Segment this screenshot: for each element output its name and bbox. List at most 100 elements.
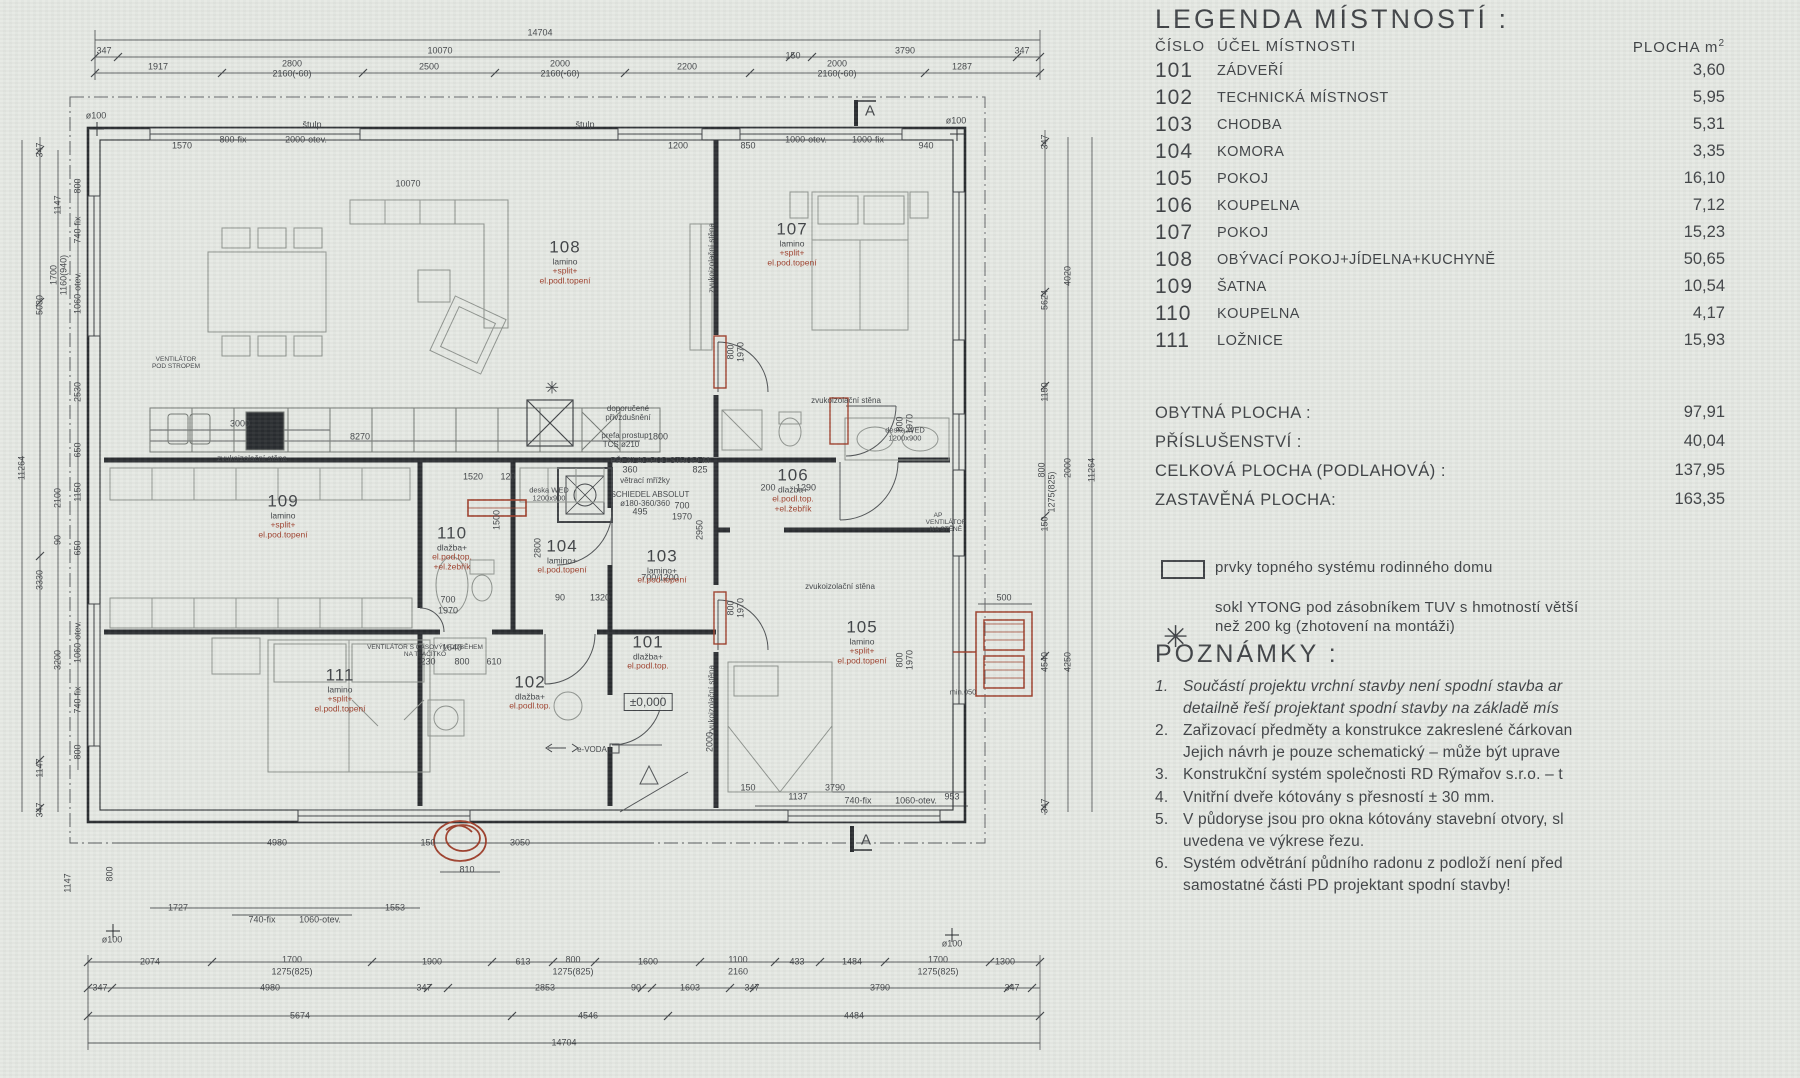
dimension-label: 2000 xyxy=(549,58,571,69)
dimension-label: 1060-otev. xyxy=(895,795,937,806)
heat-pump-unit xyxy=(953,611,1033,697)
dimension-label: 1700 xyxy=(927,954,949,965)
dimension-label: 2160(-60) xyxy=(540,68,580,79)
dimension-label: 1060-otev. xyxy=(299,914,341,925)
dimension-label: přivzdušnění xyxy=(605,413,651,422)
dimension-label: 90 xyxy=(630,982,642,993)
room-finish-label: +split+ xyxy=(327,693,353,704)
dimension-label: 347 xyxy=(744,982,760,993)
heating-elements xyxy=(433,335,1033,862)
plan-linework xyxy=(21,30,1093,1050)
dimension-label: 800 xyxy=(894,416,905,432)
room-finish-label: +el.žebřík xyxy=(433,561,471,572)
dimension-label: 433 xyxy=(789,956,805,967)
room-name: LOŽNICE xyxy=(1217,333,1284,349)
dimension-label: 4980 xyxy=(259,982,281,993)
dimension-label: 1060-otev. xyxy=(72,272,83,314)
legend-total-row: ZASTAVĚNÁ PLOCHA:163,35 xyxy=(1155,487,1765,516)
dimension-label: TCS ø210 xyxy=(602,440,640,449)
tuv-tank xyxy=(526,399,574,447)
dimension-label: 2000 xyxy=(1062,457,1073,479)
dimension-label: min.050 xyxy=(949,687,977,697)
col-ucel: ÚČEL MÍSTNOSTI xyxy=(1217,38,1357,55)
dimension-label: 1700 xyxy=(48,264,59,286)
dimension-label: NA TLAČÍTKO xyxy=(403,650,447,658)
room-area: 3,60 xyxy=(1692,61,1725,79)
dimension-label: 347 xyxy=(1014,45,1030,56)
room-finish-label: el.pod.topení xyxy=(837,655,887,666)
room-label-number: 110 xyxy=(436,523,468,543)
dimension-label: 4540 xyxy=(1039,651,1050,673)
room-finish-label: el.pod.topení xyxy=(637,574,687,585)
room-name: POKOJ xyxy=(1217,225,1269,241)
dimension-label: 4250 xyxy=(1062,651,1073,673)
total-label: OBYTNÁ PLOCHA : xyxy=(1155,404,1312,422)
heating-symbol-row: prvky topného systému rodinného domu xyxy=(1155,558,1775,584)
room-label-number: 111 xyxy=(325,665,355,685)
dimension-label: 3000 xyxy=(229,418,251,429)
dimension-label: 1603 xyxy=(679,982,701,993)
dimension-label: 2160 xyxy=(727,966,749,977)
room-number: 111 xyxy=(1155,329,1190,352)
total-value: 40,04 xyxy=(1683,432,1725,450)
windows xyxy=(87,127,966,823)
note-text: V půdoryse jsou pro okna kótovány staveb… xyxy=(1183,811,1564,850)
dimension-label: 5030 xyxy=(34,294,45,316)
note-item: 1.Součástí projektu vrchní stavby není s… xyxy=(1155,676,1795,719)
dimension-label: 1150 xyxy=(72,482,83,502)
room-name: TECHNICKÁ MÍSTNOST xyxy=(1217,90,1389,106)
col-plocha: PLOCHA m2 xyxy=(1632,38,1725,56)
room-finish-label: el.podl.top. xyxy=(509,700,551,711)
room-name: CHODBA xyxy=(1217,117,1283,133)
dimension-label: 850 xyxy=(740,140,756,151)
dimension-label: 3790 xyxy=(869,982,891,993)
dimension-label: 1640 xyxy=(441,642,463,653)
dimension-label: 2074 xyxy=(139,956,161,967)
dimension-label: 800 xyxy=(725,344,736,360)
outer-walls xyxy=(86,126,967,824)
legend-panel: LEGENDA MÍSTNOSTÍ : ČÍSLO ÚČEL MÍSTNOSTI… xyxy=(1150,0,1795,1078)
dimension-label: 2000-otev. xyxy=(285,134,327,145)
dimension-label: 347 xyxy=(92,982,108,993)
dimension-label: 1570 xyxy=(171,140,193,151)
red-door-frame xyxy=(713,335,727,389)
dimension-label: zvukoizolační stěna xyxy=(217,454,287,463)
dimension-label: 1147 xyxy=(34,758,45,778)
room-name: OBÝVACÍ POKOJ+JÍDELNA+KUCHYNĚ xyxy=(1217,252,1496,268)
total-label: PŘÍSLUŠENSTVÍ : xyxy=(1155,433,1302,451)
dimension-label: 347 xyxy=(1004,982,1020,993)
room-finish-label: lamino xyxy=(849,636,875,647)
dimension-label: 940 xyxy=(918,140,934,151)
dimension-label: PŘEKLAD POD STROPEM xyxy=(610,456,710,465)
dimension-label: 150 xyxy=(1039,516,1050,532)
dimension-label: 14704 xyxy=(551,1037,577,1048)
dimension-label: 3200 xyxy=(52,649,63,671)
dimension-label: 1287 xyxy=(951,61,973,72)
dimension-label: 700 xyxy=(674,500,690,511)
dimension-label: 1320 xyxy=(589,592,611,603)
room-finish-label: dlažba+ xyxy=(632,651,663,662)
dimension-label: 1147 xyxy=(62,873,73,893)
ytong-symbol-row: ✳ sokl YTONG pod zásobníkem TUV s hmotno… xyxy=(1155,598,1775,654)
note-number: 5. xyxy=(1155,811,1169,828)
red-door-frame xyxy=(829,397,849,445)
dimension-label: ø100 xyxy=(945,115,967,126)
dimension-label: 347 xyxy=(96,45,112,56)
dimension-label: 1275(825) xyxy=(1046,471,1057,513)
room-label-number: 109 xyxy=(267,491,299,511)
room-area: 16,10 xyxy=(1683,169,1725,187)
room-number: 105 xyxy=(1155,167,1194,190)
room-label-number: 103 xyxy=(646,546,678,566)
dimension-label: VENTILÁTOR xyxy=(155,355,197,363)
dimension-label: 800 xyxy=(894,652,905,668)
dimension-label: 1500 xyxy=(491,509,502,531)
